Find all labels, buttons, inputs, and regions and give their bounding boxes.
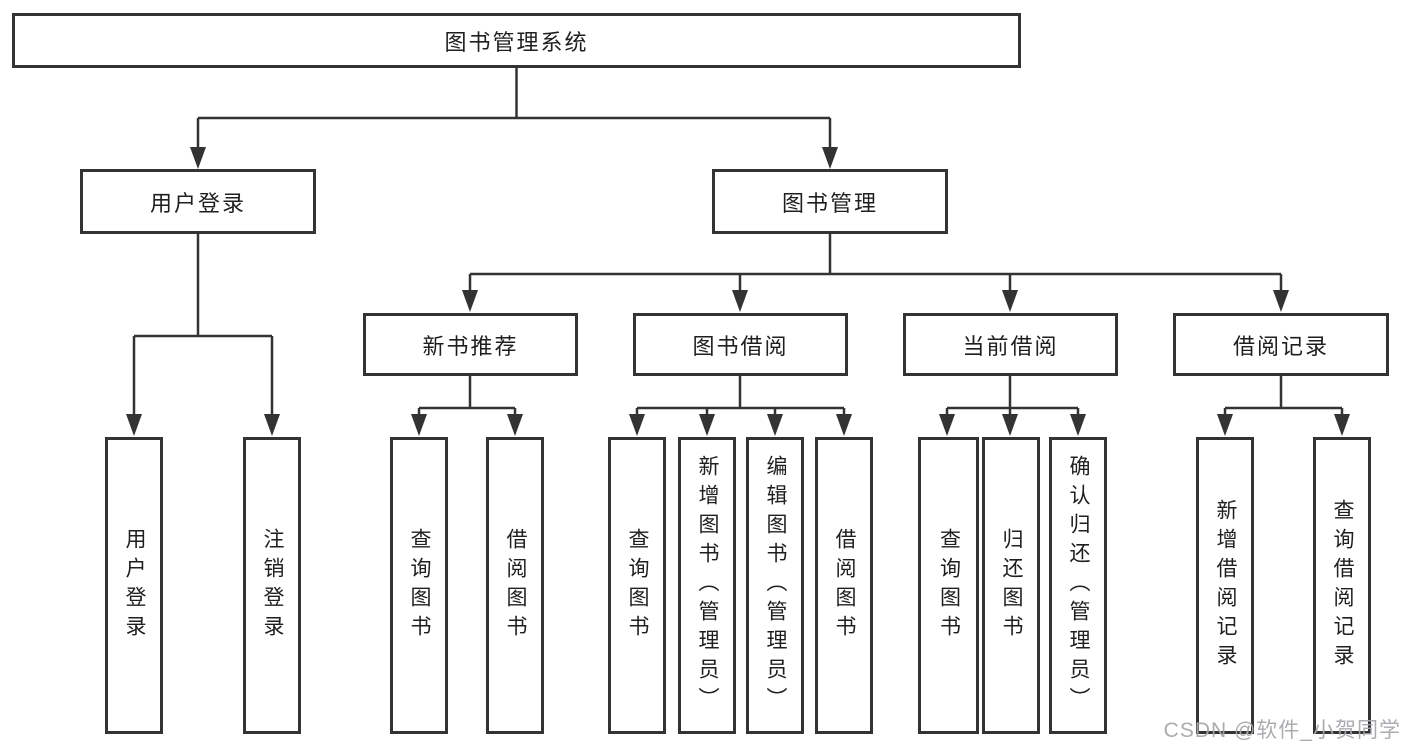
csdn-watermark: CSDN @软件_小贺同学: [1163, 719, 1401, 742]
leaf-label: 确认归还（管理员）: [1067, 455, 1090, 716]
leaf-logout: 注销登录: [243, 437, 301, 734]
leaf-query-borrow-record: 查询借阅记录: [1313, 437, 1371, 734]
leaf-borrow-books: 借阅图书: [815, 437, 873, 734]
node-label: 借阅记录: [1232, 333, 1329, 359]
leaf-query-books-borrow: 查询图书: [608, 437, 666, 734]
leaf-borrow-books-newbook: 借阅图书: [486, 437, 544, 734]
node-label: 图书管理系统: [444, 29, 589, 55]
node-user-login: 用户登录: [80, 169, 316, 234]
node-label: 图书管理: [781, 190, 878, 216]
leaf-user-login: 用户登录: [105, 437, 163, 734]
connector-newbook-to-leaves: [411, 376, 523, 436]
leaf-add-books-admin: 新增图书（管理员）: [678, 437, 736, 734]
node-borrowing-records: 借阅记录: [1173, 313, 1389, 376]
leaf-label: 注销登录: [261, 527, 284, 644]
leaf-edit-books-admin: 编辑图书（管理员）: [746, 437, 804, 734]
node-library-management-system: 图书管理系统: [12, 13, 1021, 68]
leaf-label: 查询图书: [937, 527, 961, 644]
leaf-label: 用户登录: [123, 527, 146, 644]
connector-userlogin-to-leaves: [126, 234, 280, 436]
connector-bookmgmt-to-level3: [462, 234, 1289, 312]
leaf-label: 查询借阅记录: [1331, 498, 1354, 673]
node-book-management: 图书管理: [712, 169, 948, 234]
node-label: 图书借阅: [692, 333, 789, 359]
leaf-query-books-current: 查询图书: [918, 437, 979, 734]
node-label: 用户登录: [149, 190, 246, 216]
connector-root-to-level2: [190, 68, 838, 169]
leaf-return-books: 归还图书: [982, 437, 1040, 734]
leaf-label: 新增图书（管理员）: [696, 455, 719, 716]
leaf-label: 编辑图书（管理员）: [764, 455, 787, 716]
node-label: 新书推荐: [422, 333, 519, 359]
leaf-query-books-newbook: 查询图书: [390, 437, 448, 734]
connector-borrowrecord-to-leaves: [1217, 376, 1350, 436]
node-book-borrowing: 图书借阅: [633, 313, 848, 376]
leaf-label: 查询图书: [626, 527, 649, 644]
node-label: 当前借阅: [962, 333, 1059, 359]
leaf-label: 借阅图书: [504, 527, 527, 644]
leaf-label: 查询图书: [408, 527, 431, 644]
leaf-add-borrow-record: 新增借阅记录: [1196, 437, 1254, 734]
leaf-label: 新增借阅记录: [1214, 498, 1237, 673]
leaf-label: 归还图书: [1000, 527, 1023, 644]
leaf-label: 借阅图书: [833, 527, 856, 644]
node-new-book-recommend: 新书推荐: [363, 313, 578, 376]
leaf-confirm-return-admin: 确认归还（管理员）: [1049, 437, 1107, 734]
connector-currentborrow-to-leaves: [939, 376, 1086, 436]
connector-bookborrow-to-leaves: [629, 376, 852, 436]
node-current-borrowing: 当前借阅: [903, 313, 1118, 376]
